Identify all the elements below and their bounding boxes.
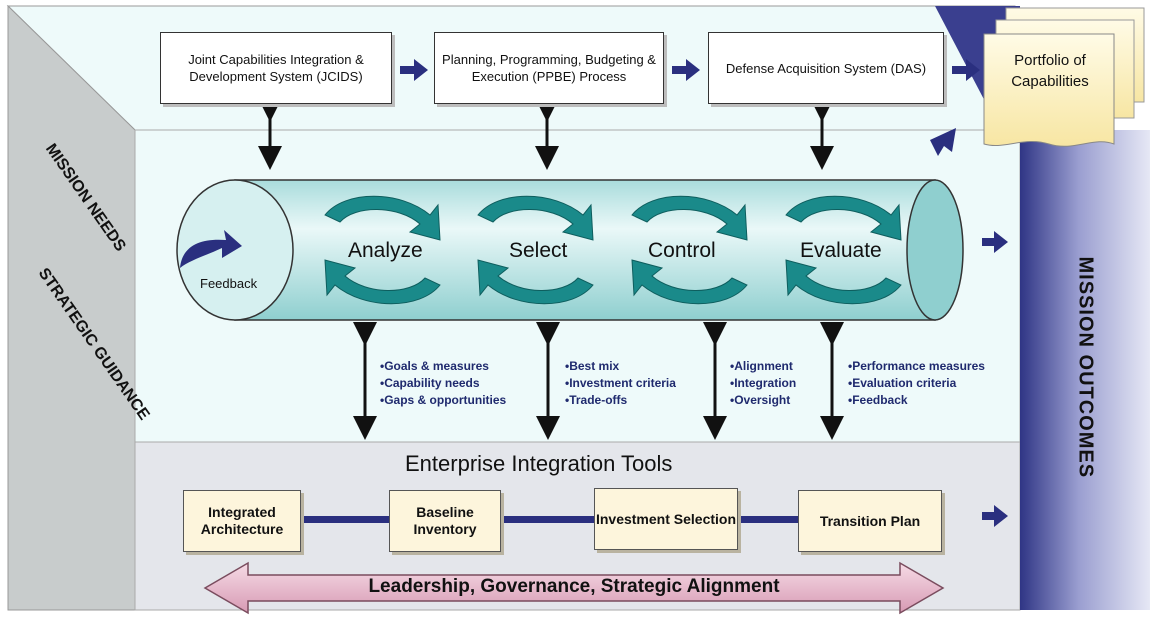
phase-control: Control <box>648 239 716 262</box>
process-label-jcids: Joint Capabilities Integration & Develop… <box>188 52 364 84</box>
tool-investment-selection: Investment Selection <box>594 488 738 550</box>
tool-label: Baseline Inventory <box>413 504 477 537</box>
bullet-item: Integration <box>730 375 796 392</box>
bullets-evaluate: Performance measures Evaluation criteria… <box>848 358 985 409</box>
bullet-item: Alignment <box>730 358 796 375</box>
tool-baseline-inventory: Baseline Inventory <box>389 490 501 552</box>
mission-outcomes-label: MISSION OUTCOMES <box>1074 256 1097 479</box>
bullet-item: Oversight <box>730 392 796 409</box>
bullet-item: Trade-offs <box>565 392 676 409</box>
portfolio-label: Portfolio of Capabilities <box>1011 52 1089 90</box>
tool-transition-plan: Transition Plan <box>798 490 942 552</box>
process-label-das: Defense Acquisition System (DAS) <box>725 60 927 76</box>
bullets-select: Best mix Investment criteria Trade-offs <box>565 358 676 409</box>
process-label-ppbe: Planning, Programming, Budgeting & Execu… <box>442 52 656 84</box>
bullets-control: Alignment Integration Oversight <box>730 358 796 409</box>
bullet-item: Gaps & opportunities <box>380 392 506 409</box>
phase-analyze: Analyze <box>348 239 423 262</box>
tools-title: Enterprise Integration Tools <box>405 451 673 476</box>
feedback-label: Feedback <box>200 276 258 291</box>
bullet-item: Goals & measures <box>380 358 506 375</box>
phase-evaluate: Evaluate <box>800 239 882 262</box>
process-box-ppbe: Planning, Programming, Budgeting & Execu… <box>434 32 664 104</box>
phase-select: Select <box>509 239 568 262</box>
bullets-analyze: Goals & measures Capability needs Gaps &… <box>380 358 506 409</box>
banner-label: Leadership, Governance, Strategic Alignm… <box>368 576 780 597</box>
tool-label: Investment Selection <box>595 510 737 527</box>
process-box-jcids: Joint Capabilities Integration & Develop… <box>160 32 392 104</box>
bullet-item: Investment criteria <box>565 375 676 392</box>
tool-label: Integrated Architecture <box>200 504 284 537</box>
bullet-item: Feedback <box>848 392 985 409</box>
bullet-item: Capability needs <box>380 375 506 392</box>
process-box-das: Defense Acquisition System (DAS) <box>708 32 944 104</box>
tool-label: Transition Plan <box>819 512 921 529</box>
tool-integrated-architecture: Integrated Architecture <box>183 490 301 552</box>
bullet-item: Best mix <box>565 358 676 375</box>
bullet-item: Performance measures <box>848 358 985 375</box>
bullet-item: Evaluation criteria <box>848 375 985 392</box>
